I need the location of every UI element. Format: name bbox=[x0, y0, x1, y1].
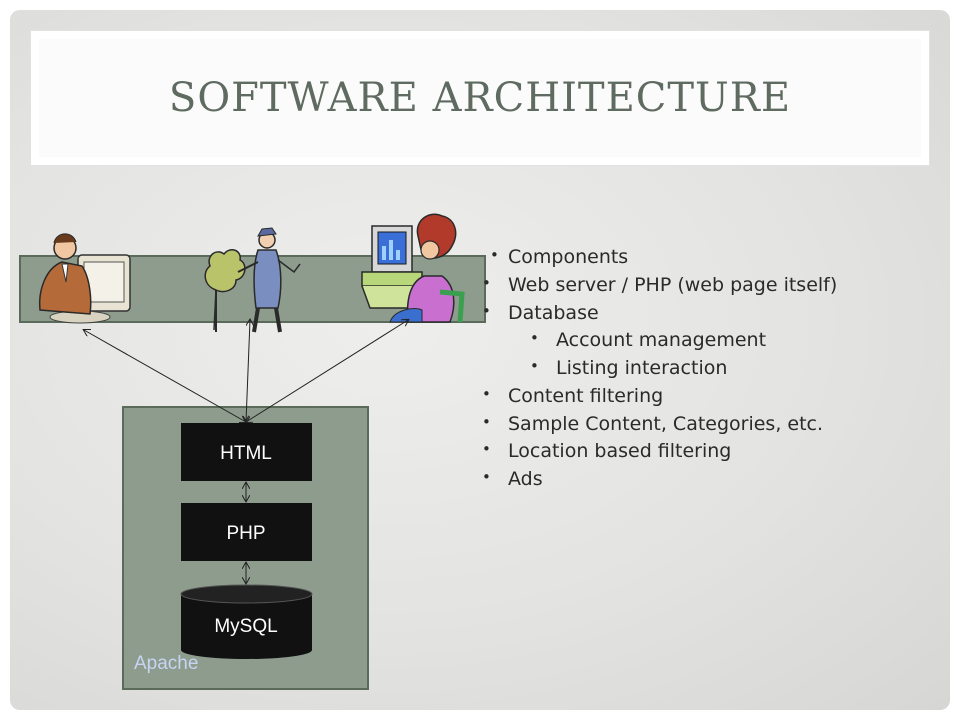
list-item-label: Components bbox=[508, 246, 629, 268]
list-item-listing-interaction: Listing interaction bbox=[518, 357, 908, 381]
list-item-account-management: Account management bbox=[518, 329, 908, 353]
architecture-diagram: HTML PHP MySQL Apache bbox=[19, 213, 486, 690]
list-item-content-filtering: Content filtering bbox=[470, 385, 908, 409]
html-box bbox=[181, 423, 312, 481]
mysql-cylinder bbox=[180, 584, 313, 659]
title-area: Software Architecture bbox=[39, 39, 921, 157]
mysql-label: MySQL bbox=[214, 616, 277, 637]
list-item-label: Ads bbox=[508, 468, 543, 490]
list-item-sample-content: Sample Content, Categories, etc. bbox=[470, 413, 908, 437]
list-item-label: Database bbox=[508, 301, 599, 324]
arrow-to-user-3 bbox=[246, 320, 408, 422]
gardener-with-plant-icon bbox=[204, 227, 301, 333]
list-item-label: Sample Content, Categories, etc. bbox=[508, 412, 824, 435]
list-item-ads: Ads bbox=[470, 468, 908, 492]
list-item-label: Account management bbox=[556, 329, 767, 352]
woman-at-computer-icon bbox=[361, 213, 465, 323]
list-item-label: Content filtering bbox=[508, 384, 664, 407]
title-frame: Software Architecture bbox=[30, 30, 930, 166]
list-item-components: Components Web server / PHP (web page it… bbox=[482, 246, 908, 492]
php-label: PHP bbox=[226, 523, 265, 544]
list-item-label: Listing interaction bbox=[556, 357, 728, 379]
businessman-at-computer-icon bbox=[38, 233, 131, 324]
list-item-label: Web server / PHP (web page itself) bbox=[508, 273, 838, 296]
list-item-label: Location based filtering bbox=[508, 440, 732, 463]
list-item-location-filtering: Location based filtering bbox=[470, 440, 908, 464]
html-label: HTML bbox=[220, 443, 272, 464]
arrow-to-user-1 bbox=[84, 330, 246, 422]
php-box bbox=[181, 503, 312, 561]
list-item-web-server: Web server / PHP (web page itself) bbox=[470, 274, 908, 298]
list-item-database: Database Account management Listing inte… bbox=[470, 302, 908, 381]
slide: Software Architecture bbox=[10, 10, 950, 710]
component-list: Components Web server / PHP (web page it… bbox=[482, 246, 908, 496]
slide-title: Software Architecture bbox=[168, 75, 792, 121]
apache-label: Apache bbox=[134, 653, 198, 674]
